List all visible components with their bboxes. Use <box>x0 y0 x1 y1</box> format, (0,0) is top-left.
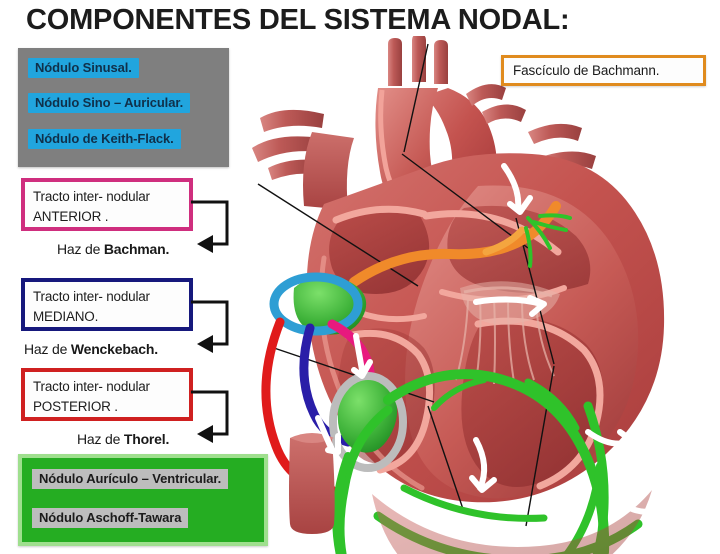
tract-box-posterior: Tracto inter- nodular POSTERIOR . <box>21 368 193 421</box>
haz-bachman-prefix: Haz de <box>57 241 104 257</box>
haz-label-bachman: Haz de Bachman. <box>57 241 169 257</box>
av-node-chip-auriculo-ventricular: Nódulo Aurículo – Ventricular. <box>32 469 229 489</box>
sa-node-label-group: Nódulo Sinusal. Nódulo Sino – Auricular.… <box>18 48 229 167</box>
apex-shading <box>372 490 652 554</box>
tract-box-anterior: Tracto inter- nodular ANTERIOR . <box>21 178 193 231</box>
fasciculo-label: Fascículo de Bachmann. <box>513 63 660 78</box>
haz-wenckebach-name: Wenckebach. <box>70 341 158 357</box>
tract-posterior-line2: POSTERIOR . <box>33 398 118 414</box>
haz-thorel-name: Thorel. <box>123 431 170 447</box>
haz-wenckebach-prefix: Haz de <box>24 341 71 357</box>
tract-mediano-line1: Tracto inter- nodular <box>33 289 150 304</box>
page-title: COMPONENTES DEL SISTEMA NODAL: <box>26 4 570 36</box>
tract-posterior-line1: Tracto inter- nodular <box>33 379 150 394</box>
atrioventricular-node <box>329 372 407 472</box>
av-node-label-group: Nódulo Aurículo – Ventricular. Nódulo As… <box>18 454 268 546</box>
tract-anterior-line2: ANTERIOR . <box>33 208 109 224</box>
sinoatrial-node <box>269 272 367 336</box>
haz-thorel-prefix: Haz de <box>77 431 124 447</box>
heart-diagram <box>228 36 720 554</box>
haz-bachman-name: Bachman. <box>103 241 170 257</box>
blood-flow-arrows <box>228 163 669 525</box>
haz-label-thorel: Haz de Thorel. <box>77 431 169 447</box>
left-atrium-fibers <box>524 213 572 268</box>
sa-node-chip-keith-flack: Nódulo de Keith-Flack. <box>28 129 181 149</box>
sa-node-chip-sinusal: Nódulo Sinusal. <box>28 58 139 78</box>
bachmann-bundle-path <box>349 201 561 287</box>
haz-label-wenckebach: Haz de Wenckebach. <box>24 341 158 357</box>
tract-mediano-line2: MEDIANO. <box>33 308 99 324</box>
fasciculo-de-bachmann-box: Fascículo de Bachmann. <box>501 55 706 86</box>
tract-box-mediano: Tracto inter- nodular MEDIANO. <box>21 278 193 331</box>
av-node-chip-aschoff-tawara: Nódulo Aschoff-Tawara <box>32 508 189 528</box>
sa-node-chip-sino-auricular: Nódulo Sino – Auricular. <box>28 93 191 113</box>
tract-anterior-line1: Tracto inter- nodular <box>33 189 150 204</box>
